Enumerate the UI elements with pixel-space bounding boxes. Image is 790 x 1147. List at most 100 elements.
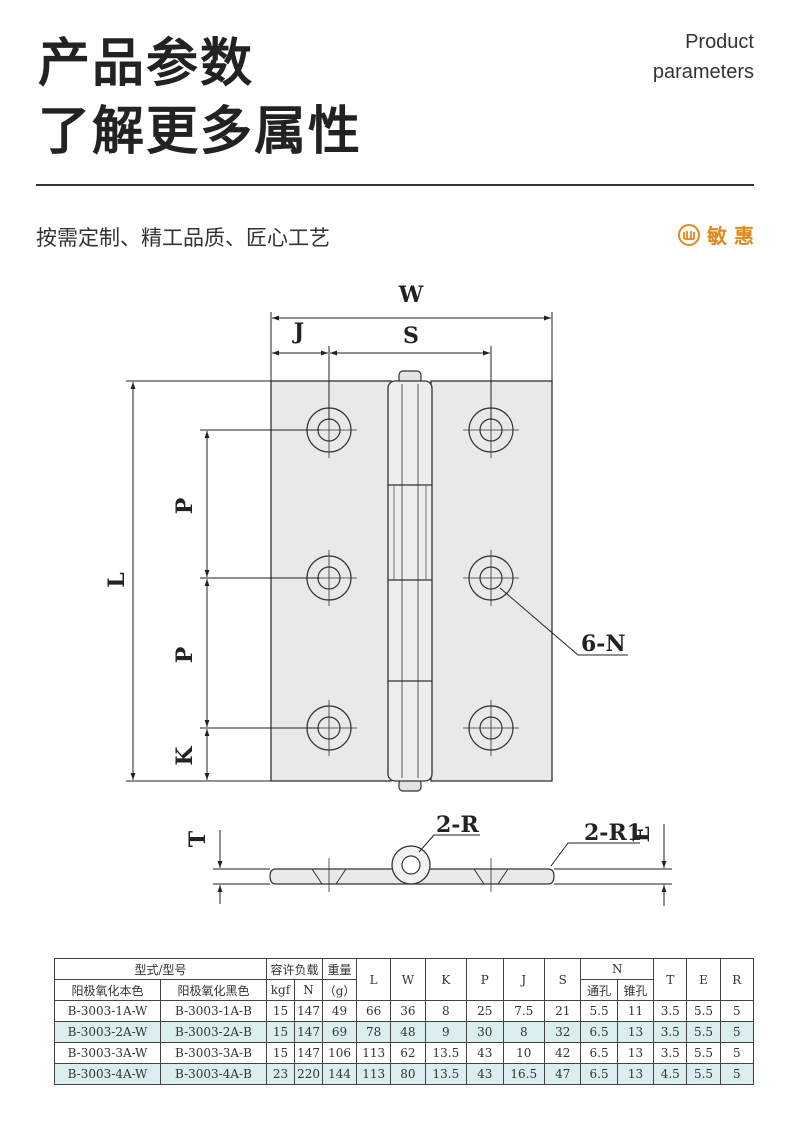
table-cell: 5 [719,1000,755,1022]
header-s: S [544,958,582,1001]
table-cell: 13 [616,1042,655,1064]
table-cell: 3.5 [653,1000,688,1022]
table-cell: 43 [466,1042,504,1064]
table-cell: 48 [390,1021,426,1043]
table-cell: 47 [544,1063,582,1085]
table-cell: 80 [390,1063,426,1085]
table-cell: 15 [265,1021,296,1043]
table-cell: 5.5 [686,1063,721,1085]
table-cell: 5.5 [580,1000,618,1022]
table-cell: B-3003-1A-B [159,1000,267,1022]
table-cell: 23 [265,1063,296,1085]
header-w: W [390,958,426,1001]
header-t: T [653,958,688,1001]
english-title-line2: parameters [652,61,754,83]
table-cell: 66 [356,1000,392,1022]
hinge-knuckle [387,370,433,792]
table-cell: 78 [356,1021,392,1043]
spec-table: 型式/型号 容许负载 重量 L W K P J S N T E R 阳极氧化本色… [54,958,755,1085]
header-weight: 重量 [322,958,358,980]
label-n: 6-N [581,631,626,657]
table-cell: 13 [616,1021,655,1043]
table-cell: 5.5 [686,1042,721,1064]
header-through-hole: 通孔 [580,979,618,1001]
table-cell: 30 [466,1021,504,1043]
table-cell: 7.5 [502,1000,546,1022]
dim-t [213,830,270,904]
label-r: 2-R [436,812,479,838]
table-cell: 106 [322,1042,358,1064]
dim-w [270,312,553,381]
table-header-row-2: 阳极氧化本色 阳极氧化黑色 kgf N （g） 通孔 锥孔 [54,979,754,1001]
table-cell: 13 [616,1063,655,1085]
hinge-technical-drawing: W J S L P P K 6-N [104,282,672,906]
table-cell: 5.5 [686,1021,721,1043]
english-title-line1: Product [685,31,754,53]
table-cell: 15 [265,1000,296,1022]
table-cell: 4.5 [653,1063,688,1085]
table-cell: 42 [544,1042,582,1064]
table-cell: 16.5 [502,1063,546,1085]
dim-l [126,380,271,782]
header-newton: N [294,979,324,1001]
table-cell: 62 [390,1042,426,1064]
table-cell: 147 [294,1042,324,1064]
hinge-right-plate [430,380,553,782]
header-kgf: kgf [265,979,296,1001]
table-cell: 5 [719,1063,755,1085]
table-cell: 49 [322,1000,358,1022]
dim-p-k [200,429,320,780]
table-cell: 6.5 [580,1021,618,1043]
leader-r [418,834,480,853]
header-k: K [424,958,468,1001]
table-cell: 220 [294,1063,324,1085]
table-cell: 25 [466,1000,504,1022]
header-r: R [719,958,755,1001]
table-cell: 5 [719,1042,755,1064]
table-header-row-1: 型式/型号 容许负载 重量 L W K P J S N T E R [54,958,755,1001]
table-cell: 113 [356,1063,392,1085]
table-cell: 10 [502,1042,546,1064]
table-cell: 9 [424,1021,468,1043]
header-load: 容许负载 [265,958,324,980]
table-cell: 5 [719,1021,755,1043]
header-gram: （g） [322,979,358,1001]
table-cell: B-3003-1A-W [54,1000,161,1022]
header-l: L [356,958,392,1001]
header-divider [36,184,754,186]
table-cell: 11 [616,1000,655,1022]
header-model: 型式/型号 [54,958,267,980]
header-n: N [580,958,655,980]
label-r1: 2-R1 [584,820,642,846]
table-cell: 13.5 [424,1063,468,1085]
dim-e [554,824,672,906]
table-cell: B-3003-2A-B [159,1021,267,1043]
table-cell: 69 [322,1021,358,1043]
table-cell: 21 [544,1000,582,1022]
hole-r3 [463,700,519,756]
brand-logo-icon [678,223,701,246]
hinge-left-plate [270,380,392,782]
header-p: P [466,958,504,1001]
table-cell: 36 [390,1000,426,1022]
brand: 敏 惠 [677,220,754,249]
label-p1: P [172,498,198,515]
table-cell: 3.5 [653,1042,688,1064]
label-p2: P [172,647,198,664]
table-cell: 113 [356,1042,392,1064]
header-e: E [686,958,721,1001]
table-cell: 147 [294,1021,324,1043]
page-title-line1: 产品参数 [38,34,255,94]
table-cell: 32 [544,1021,582,1043]
leader-n [499,587,628,656]
table-cell: 6.5 [580,1063,618,1085]
hinge-side-view [269,845,555,892]
slogan: 按需定制、精工品质、匠心工艺 [36,226,330,250]
label-w: W [398,282,424,308]
header-cone-hole: 锥孔 [616,979,655,1001]
table-cell: 147 [294,1000,324,1022]
table-cell: B-3003-2A-W [54,1021,161,1043]
brand-name: 敏 惠 [707,224,754,248]
